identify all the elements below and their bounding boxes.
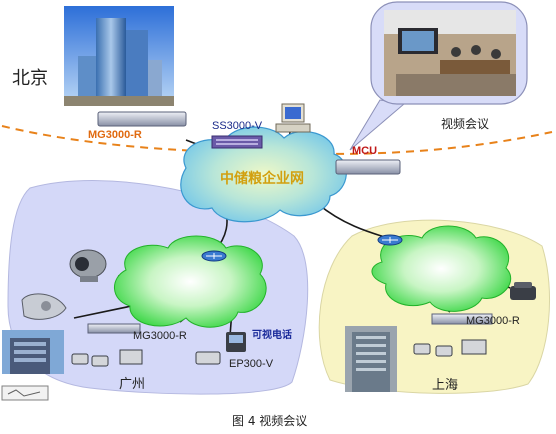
guangzhou-building-photo bbox=[2, 330, 64, 374]
figure-caption: 图 4 视频会议 bbox=[232, 414, 308, 428]
fax-machine-icon-shanghai bbox=[461, 339, 487, 355]
ep300-v-label: EP300-V bbox=[229, 358, 274, 370]
video-conference-label: 视频会议 bbox=[441, 117, 490, 131]
beijing-label: 北京 bbox=[12, 68, 48, 89]
shanghai-label: 上海 bbox=[432, 378, 459, 393]
ep300-v-phone-icon bbox=[195, 351, 221, 365]
mg3000-r-device-beijing bbox=[97, 111, 187, 127]
router-icon-guangzhou bbox=[201, 250, 227, 262]
ss3000-v-server bbox=[211, 135, 263, 149]
ss3000-v-label: SS3000-V bbox=[212, 120, 263, 132]
headset-phone-icon bbox=[21, 293, 67, 320]
scan-stamp-icon bbox=[1, 385, 49, 401]
enterprise-network-label: 中储粮企业网 bbox=[220, 171, 304, 187]
router-icon-shanghai bbox=[377, 234, 403, 246]
fax-machine-icon-guangzhou bbox=[119, 349, 143, 365]
video-phone-label: 可视电话 bbox=[252, 330, 292, 341]
video-conference-callout bbox=[349, 1, 528, 151]
mcu-device bbox=[335, 159, 401, 175]
beijing-building-photo bbox=[64, 6, 174, 106]
phones-icon-guangzhou bbox=[71, 353, 109, 367]
mg3000-r-device-shanghai bbox=[431, 313, 493, 325]
video-phone-icon bbox=[226, 332, 246, 352]
mg3000-r-device-guangzhou bbox=[87, 323, 141, 334]
desk-phone-icon-shanghai bbox=[510, 282, 536, 300]
shanghai-building-photo bbox=[345, 326, 397, 392]
phones-icon-shanghai bbox=[413, 343, 453, 357]
video-camera-icon bbox=[69, 249, 107, 282]
mg3000-r-label-guangzhou: MG3000-R bbox=[133, 330, 187, 342]
pc-workstation-icon bbox=[275, 103, 311, 133]
guangzhou-label: 广州 bbox=[119, 377, 146, 392]
mg3000-r-label-beijing: MG3000-R bbox=[88, 129, 142, 141]
mcu-label: MCU bbox=[352, 145, 378, 157]
mg3000-r-label-shanghai: MG3000-R bbox=[466, 315, 520, 327]
shanghai-cloud bbox=[371, 225, 512, 312]
guangzhou-cloud bbox=[114, 235, 267, 328]
